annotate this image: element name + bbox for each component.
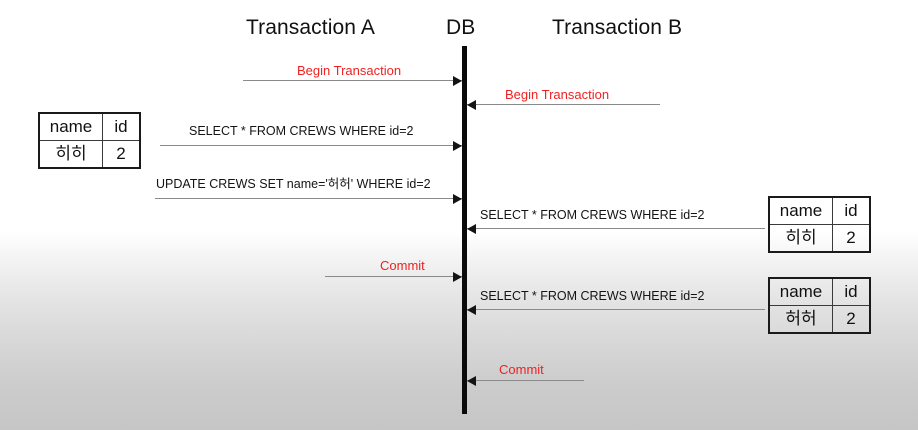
- message-line-b-select-2: [467, 309, 765, 310]
- result-b-select-1-header-id: id: [832, 196, 871, 225]
- message-label-a-update: UPDATE CREWS SET name='허허' WHERE id=2: [156, 177, 431, 191]
- message-label-a-select: SELECT * FROM CREWS WHERE id=2: [189, 124, 414, 138]
- arrow-head-b-commit-icon: [467, 375, 476, 386]
- table-row: 히히 2: [38, 140, 141, 169]
- table-row: 히히 2: [768, 224, 871, 253]
- result-b-select-1-cell-id: 2: [832, 224, 871, 253]
- column-title-transaction-a: Transaction A: [246, 16, 375, 39]
- result-a-select-header-id: id: [102, 112, 141, 141]
- message-line-a-select: [160, 145, 462, 146]
- result-a-select-cell-id: 2: [102, 140, 141, 169]
- result-b-select-2-header-name: name: [768, 277, 833, 306]
- arrow-head-b-begin-icon: [467, 99, 476, 110]
- result-table-b-select-2: name id 허허 2: [768, 277, 871, 334]
- message-label-b-select-2: SELECT * FROM CREWS WHERE id=2: [480, 289, 705, 303]
- message-line-b-begin: [467, 104, 660, 105]
- message-line-a-begin: [243, 80, 462, 81]
- message-label-b-commit: Commit: [499, 362, 544, 377]
- result-b-select-2-cell-id: 2: [832, 305, 871, 334]
- result-table-a-select: name id 히히 2: [38, 112, 141, 169]
- result-b-select-1-cell-name: 히히: [768, 224, 833, 253]
- arrow-head-a-select-icon: [453, 140, 462, 151]
- message-label-a-begin: Begin Transaction: [297, 63, 402, 78]
- table-row: 허허 2: [768, 305, 871, 334]
- message-line-b-commit: [467, 380, 584, 381]
- message-line-a-update: [155, 198, 462, 199]
- column-title-transaction-b: Transaction B: [552, 16, 683, 39]
- arrow-head-b-select-2-icon: [467, 304, 476, 315]
- result-b-select-2-header-id: id: [832, 277, 871, 306]
- arrow-head-b-select-1-icon: [467, 223, 476, 234]
- arrow-head-a-commit-icon: [453, 271, 462, 282]
- result-b-select-1-header-name: name: [768, 196, 833, 225]
- column-title-db: DB: [446, 16, 476, 39]
- result-table-b-select-1: name id 히히 2: [768, 196, 871, 253]
- arrow-head-a-update-icon: [453, 193, 462, 204]
- message-label-b-begin: Begin Transaction: [505, 87, 610, 102]
- table-row: name id: [38, 112, 141, 141]
- message-line-b-select-1: [467, 228, 765, 229]
- table-row: name id: [768, 196, 871, 225]
- result-a-select-header-name: name: [38, 112, 103, 141]
- message-label-a-commit: Commit: [380, 258, 425, 273]
- message-label-b-select-1: SELECT * FROM CREWS WHERE id=2: [480, 208, 705, 222]
- db-lifeline: [462, 46, 467, 414]
- table-row: name id: [768, 277, 871, 306]
- arrow-head-a-begin-icon: [453, 75, 462, 86]
- result-b-select-2-cell-name: 허허: [768, 305, 833, 334]
- result-a-select-cell-name: 히히: [38, 140, 103, 169]
- message-line-a-commit: [325, 276, 462, 277]
